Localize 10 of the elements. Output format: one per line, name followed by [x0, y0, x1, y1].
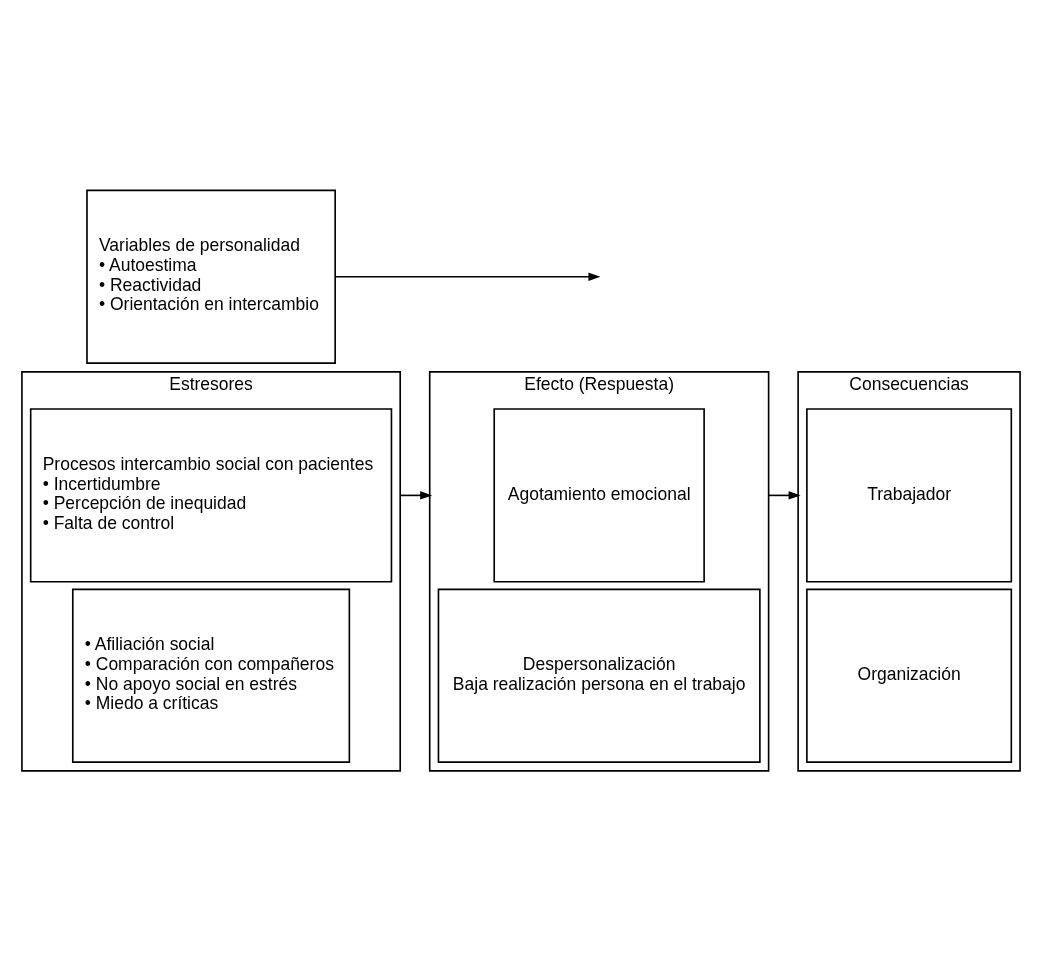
arrow: [399, 491, 433, 500]
arrow: [334, 272, 601, 281]
arrow: [767, 491, 801, 500]
node-box: Trabajador: [806, 408, 1013, 583]
node-box: Despersonalización Baja realización persona en el trabajo: [437, 588, 761, 763]
node-box: Variables de personalidad • Autoestima • Reactividad • Orientación en intercambio: [86, 189, 336, 364]
node-box: Procesos intercambio social con pacientes • Incertidumbre • Percepción de inequidad • Falta de control: [29, 408, 393, 583]
node-box: • Afiliación social • Comparación con compañeros • No apoyo social en estrés • Miedo a críticas: [71, 588, 351, 763]
node-box: Agotamiento emocional: [493, 408, 705, 583]
node-box: Organización: [806, 588, 1013, 763]
